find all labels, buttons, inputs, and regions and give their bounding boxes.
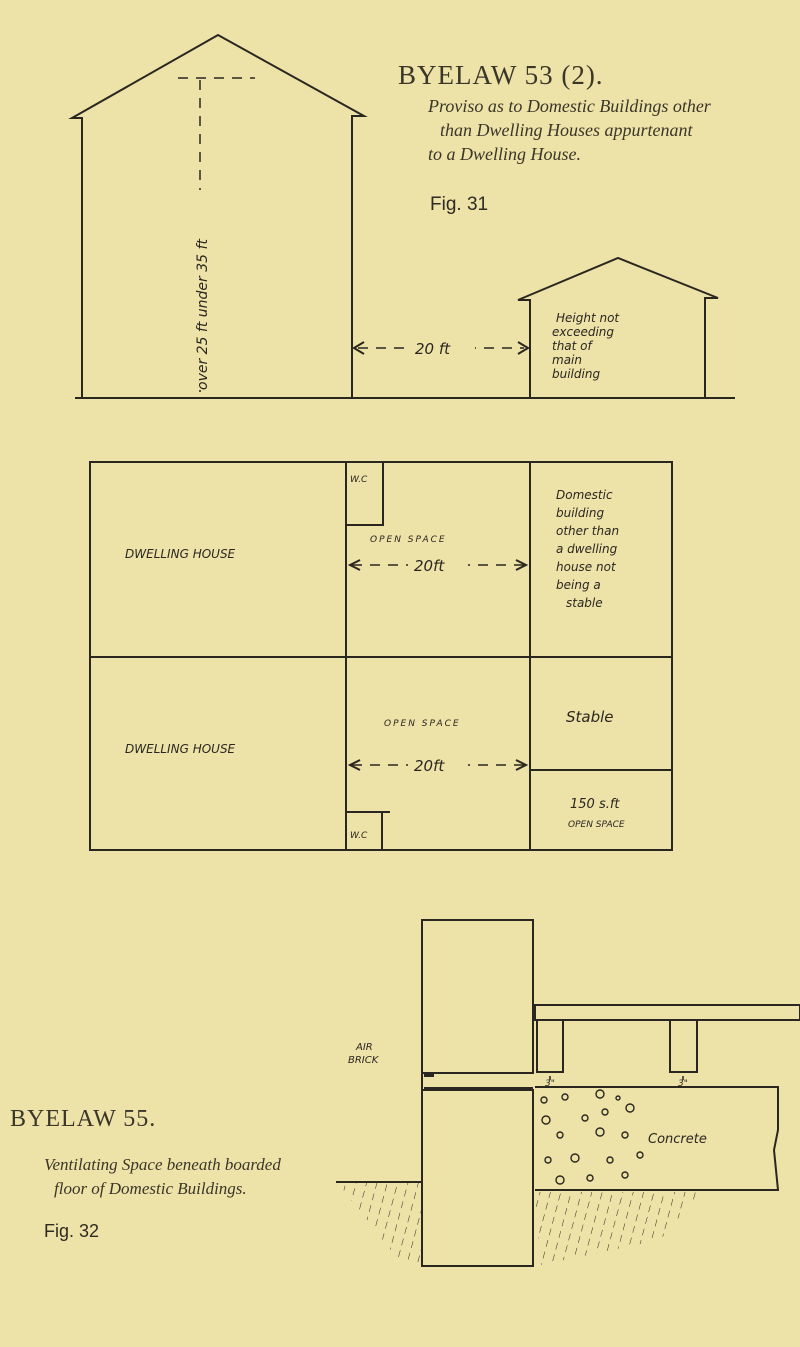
- arrow-heads: [352, 341, 530, 355]
- label-line: building: [556, 506, 604, 520]
- wall-lower: [421, 1089, 534, 1267]
- site-plan: DWELLING HOUSE DWELLING HOUSE W.C W.C OP…: [89, 461, 673, 851]
- label-line: building: [552, 367, 600, 381]
- main-building: [68, 33, 368, 399]
- wc-top: [346, 462, 384, 526]
- dimension-label: 3": [545, 1079, 555, 1089]
- label-line: house not: [556, 560, 617, 574]
- fig31-caption-line: than Dwelling Houses appurtenant: [440, 120, 693, 140]
- floor-boards: [534, 1004, 800, 1021]
- label-backing: [190, 190, 212, 390]
- fig32-heading: BYELAW 55.: [10, 1106, 156, 1132]
- label-backing: [408, 752, 468, 776]
- label-line: main: [552, 353, 582, 367]
- fig31-elevation: over 25 ft under 35 ft Height not exceed…: [68, 33, 735, 399]
- wall-upper: [421, 919, 534, 1074]
- label-backing: [405, 336, 475, 358]
- label-line: other than: [556, 524, 619, 538]
- fig31-heading: BYELAW 53 (2).: [398, 60, 604, 90]
- label-line: stable: [566, 596, 603, 610]
- ventilating-space-dimension: [549, 1076, 684, 1087]
- dimension-label: 3": [678, 1079, 688, 1089]
- label-line: being a: [556, 578, 601, 592]
- air-brick-label: BRICK: [348, 1055, 380, 1066]
- label-backing: [408, 552, 468, 576]
- label-line: Height not: [556, 311, 620, 325]
- fig32-label: Fig. 32: [44, 1221, 99, 1241]
- wc-bottom: [346, 811, 390, 850]
- wc-top-label: W.C: [350, 475, 368, 485]
- label-backing: [110, 732, 310, 762]
- fig31-label: Fig. 31: [430, 194, 488, 215]
- height-label: over 25 ft under 35 ft: [195, 239, 211, 390]
- label-line: a dwelling: [556, 542, 618, 556]
- distance-bottom-label: 20ft: [414, 757, 445, 775]
- label-backing: [110, 538, 300, 568]
- fig32-caption-line: floor of Domestic Buildings.: [54, 1179, 247, 1198]
- label-backing: [544, 482, 654, 632]
- fig32-caption-line: Ventilating Space beneath boarded: [44, 1155, 281, 1174]
- label-backing: [544, 698, 654, 738]
- label-backing: [542, 305, 662, 383]
- fig31-caption-line: Proviso as to Domestic Buildings other: [427, 96, 712, 116]
- distance-label: 20 ft: [415, 340, 451, 358]
- open-space-top-label: OPEN SPACE: [370, 535, 447, 545]
- air-brick-label: AIR: [355, 1042, 373, 1053]
- concrete-slab: [535, 1086, 780, 1191]
- domestic-building-label: Domestic building other than a dwelling …: [556, 488, 619, 610]
- fig32-section: 3" 3" Concrete AIR BRICK: [336, 919, 800, 1267]
- joist: [536, 1019, 564, 1073]
- label-line: that of: [552, 339, 594, 353]
- small-open-space-area: 150 s.ft: [570, 797, 620, 812]
- dwelling-house-bottom-label: DWELLING HOUSE: [125, 742, 236, 756]
- soil-left: [338, 1183, 422, 1262]
- small-building: [517, 256, 719, 399]
- label-line: Domestic: [556, 488, 613, 502]
- distance-top-label: 20ft: [414, 557, 445, 575]
- small-building-label: Height not exceeding that of main buildi…: [552, 311, 620, 381]
- open-space-bottom-label: OPEN SPACE: [384, 719, 461, 729]
- label-line: exceeding: [552, 325, 614, 339]
- soil-right: [535, 1192, 700, 1265]
- arrow-heads: [347, 559, 529, 771]
- dwelling-house-top-label: DWELLING HOUSE: [125, 547, 236, 561]
- air-brick-top: [424, 1072, 434, 1077]
- wc-bottom-label: W.C: [350, 831, 368, 841]
- fig31-caption-line: to a Dwelling House.: [428, 144, 581, 164]
- concrete-label: Concrete: [648, 1132, 707, 1147]
- stable-label: Stable: [566, 708, 614, 726]
- aggregate: [540, 1089, 644, 1185]
- small-open-space-label: OPEN SPACE: [568, 820, 625, 830]
- joist: [669, 1019, 698, 1073]
- damp-course: [424, 1087, 533, 1091]
